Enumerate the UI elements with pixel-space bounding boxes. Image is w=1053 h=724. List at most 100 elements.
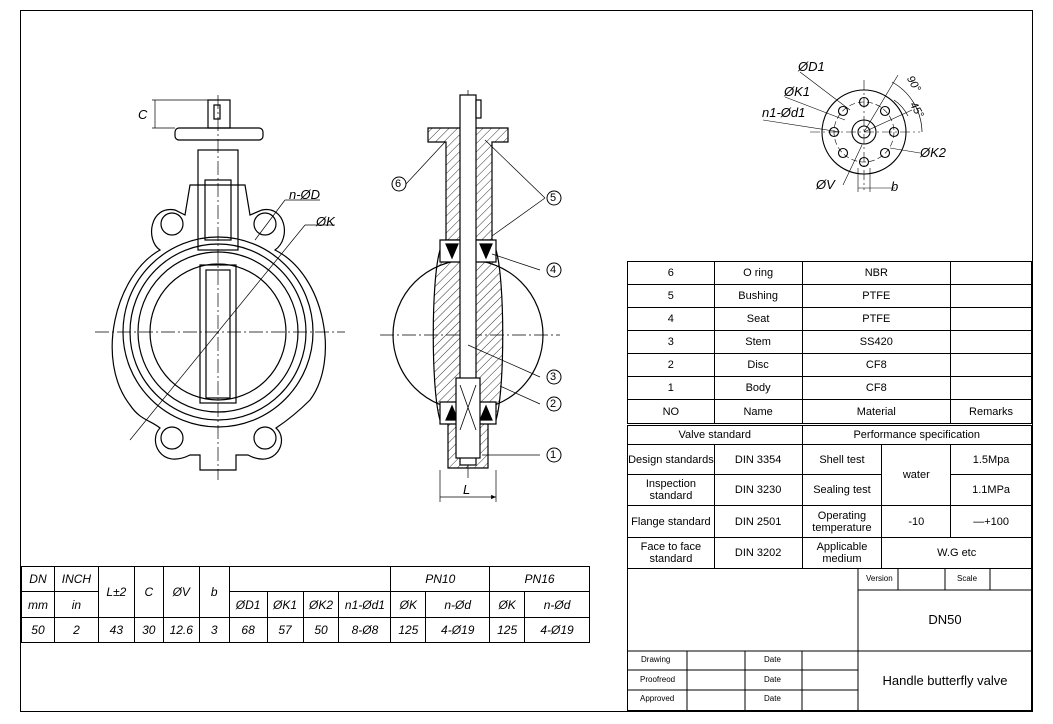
table-cell: INCH xyxy=(53,566,99,592)
label-l: L xyxy=(463,482,471,497)
table-cell: ØK1 xyxy=(266,591,304,618)
balloon-6: 6 xyxy=(395,178,402,190)
table-cell: n-Ød xyxy=(524,591,590,618)
drawing-title: Handle butterfly valve xyxy=(882,673,1008,688)
table-cell: Flange standard xyxy=(627,505,715,538)
table-cell xyxy=(950,284,1032,308)
table-cell: 50 xyxy=(302,617,340,643)
approved-label: Approved xyxy=(640,694,675,703)
table-cell: 50 xyxy=(21,617,55,643)
table-cell: 3 xyxy=(627,330,715,354)
date-label-3: Date xyxy=(764,694,781,703)
table-cell: DN xyxy=(21,566,55,592)
balloon-1: 1 xyxy=(550,449,557,461)
table-cell: DIN 3354 xyxy=(713,444,803,475)
table-cell: NO xyxy=(627,399,715,424)
table-cell: Remarks xyxy=(950,399,1032,424)
front-view xyxy=(95,95,345,480)
table-cell: mm xyxy=(21,591,55,618)
performance-header: Performance specification xyxy=(801,425,1032,445)
table-cell: 57 xyxy=(266,617,304,643)
table-cell: C xyxy=(133,566,164,618)
table-cell: Shell test xyxy=(801,444,883,475)
table-cell: —+100 xyxy=(950,505,1032,538)
table-cell xyxy=(950,261,1032,285)
table-cell: 68 xyxy=(228,617,268,643)
table-cell: 1.1MPa xyxy=(950,474,1032,506)
table-cell: 125 xyxy=(390,617,427,643)
drawing-frame xyxy=(20,10,1033,712)
table-cell: ØK2 xyxy=(302,591,340,618)
table-cell: n1-Ød1 xyxy=(338,591,392,618)
section-view xyxy=(380,90,562,502)
table-cell: PTFE xyxy=(801,284,952,308)
title-block xyxy=(627,568,1032,711)
table-cell: Disc xyxy=(713,353,803,377)
label-n-phi-d: n-ØD xyxy=(289,187,321,202)
table-cell xyxy=(950,353,1032,377)
table-cell: ØD1 xyxy=(228,591,268,618)
label-n1-phi-d1: n1-Ød1 xyxy=(762,105,806,120)
table-cell: in xyxy=(53,591,99,618)
table-cell: 125 xyxy=(489,617,526,643)
table-cell: 30 xyxy=(133,617,164,643)
label-phi-k2: ØK2 xyxy=(920,145,947,160)
table-cell: Applicable medium xyxy=(801,537,883,569)
table-cell: 1.5Mpa xyxy=(950,444,1032,475)
balloon-5: 5 xyxy=(550,192,557,204)
table-cell: 8-Ø8 xyxy=(338,617,392,643)
spec-table: Valve standard Performance specification… xyxy=(627,425,1032,569)
date-label-2: Date xyxy=(764,675,781,684)
table-cell: 5 xyxy=(627,284,715,308)
table-cell: Name xyxy=(713,399,803,424)
table-cell: Bushing xyxy=(713,284,803,308)
table-cell: SS420 xyxy=(801,330,952,354)
table-cell: Material xyxy=(801,399,952,424)
table-cell: ØK xyxy=(489,591,526,618)
table-cell: PN10 xyxy=(390,566,491,592)
table-cell: ØV xyxy=(162,566,200,618)
table-cell: Inspection standard xyxy=(627,474,715,506)
label-phi-k: ØK xyxy=(316,214,335,229)
label-phi-d1: ØD1 xyxy=(798,59,825,74)
table-cell: DIN 3202 xyxy=(713,537,803,569)
proofread-label: Proofreod xyxy=(640,675,676,684)
table-cell: ØK xyxy=(390,591,427,618)
table-cell: 12.6 xyxy=(162,617,200,643)
table-cell: 43 xyxy=(97,617,135,643)
label-phi-v: ØV xyxy=(816,177,835,192)
balloon-4: 4 xyxy=(550,264,557,276)
table-cell: PN16 xyxy=(489,566,590,592)
table-cell: L±2 xyxy=(97,566,135,618)
table-cell: 2 xyxy=(53,617,99,643)
table-cell: Face to face standard xyxy=(627,537,715,569)
table-cell: 4-Ø19 xyxy=(425,617,491,643)
model-number: DN50 xyxy=(928,612,962,627)
table-cell xyxy=(228,566,392,592)
balloon-3: 3 xyxy=(550,371,557,383)
table-row: 50 2 43 30 12.6 3 68 57 50 8-Ø8 125 4-Ø1… xyxy=(21,617,590,643)
date-label-1: Date xyxy=(764,655,781,664)
flange-view xyxy=(762,71,923,192)
table-cell: 4-Ø19 xyxy=(524,617,590,643)
label-c: C xyxy=(138,107,148,122)
table-cell: 3 xyxy=(198,617,230,643)
label-b: b xyxy=(891,179,899,194)
balloon-2: 2 xyxy=(550,398,557,410)
table-cell: Seat xyxy=(713,307,803,331)
table-cell: O ring xyxy=(713,261,803,285)
table-cell: W.G etc xyxy=(881,537,1032,569)
version-label: Version xyxy=(866,574,893,583)
valve-standard-header: Valve standard xyxy=(627,425,803,445)
medium-water: water xyxy=(881,444,952,506)
label-phi-k1: ØK1 xyxy=(784,84,811,99)
table-cell: Sealing test xyxy=(801,474,883,506)
